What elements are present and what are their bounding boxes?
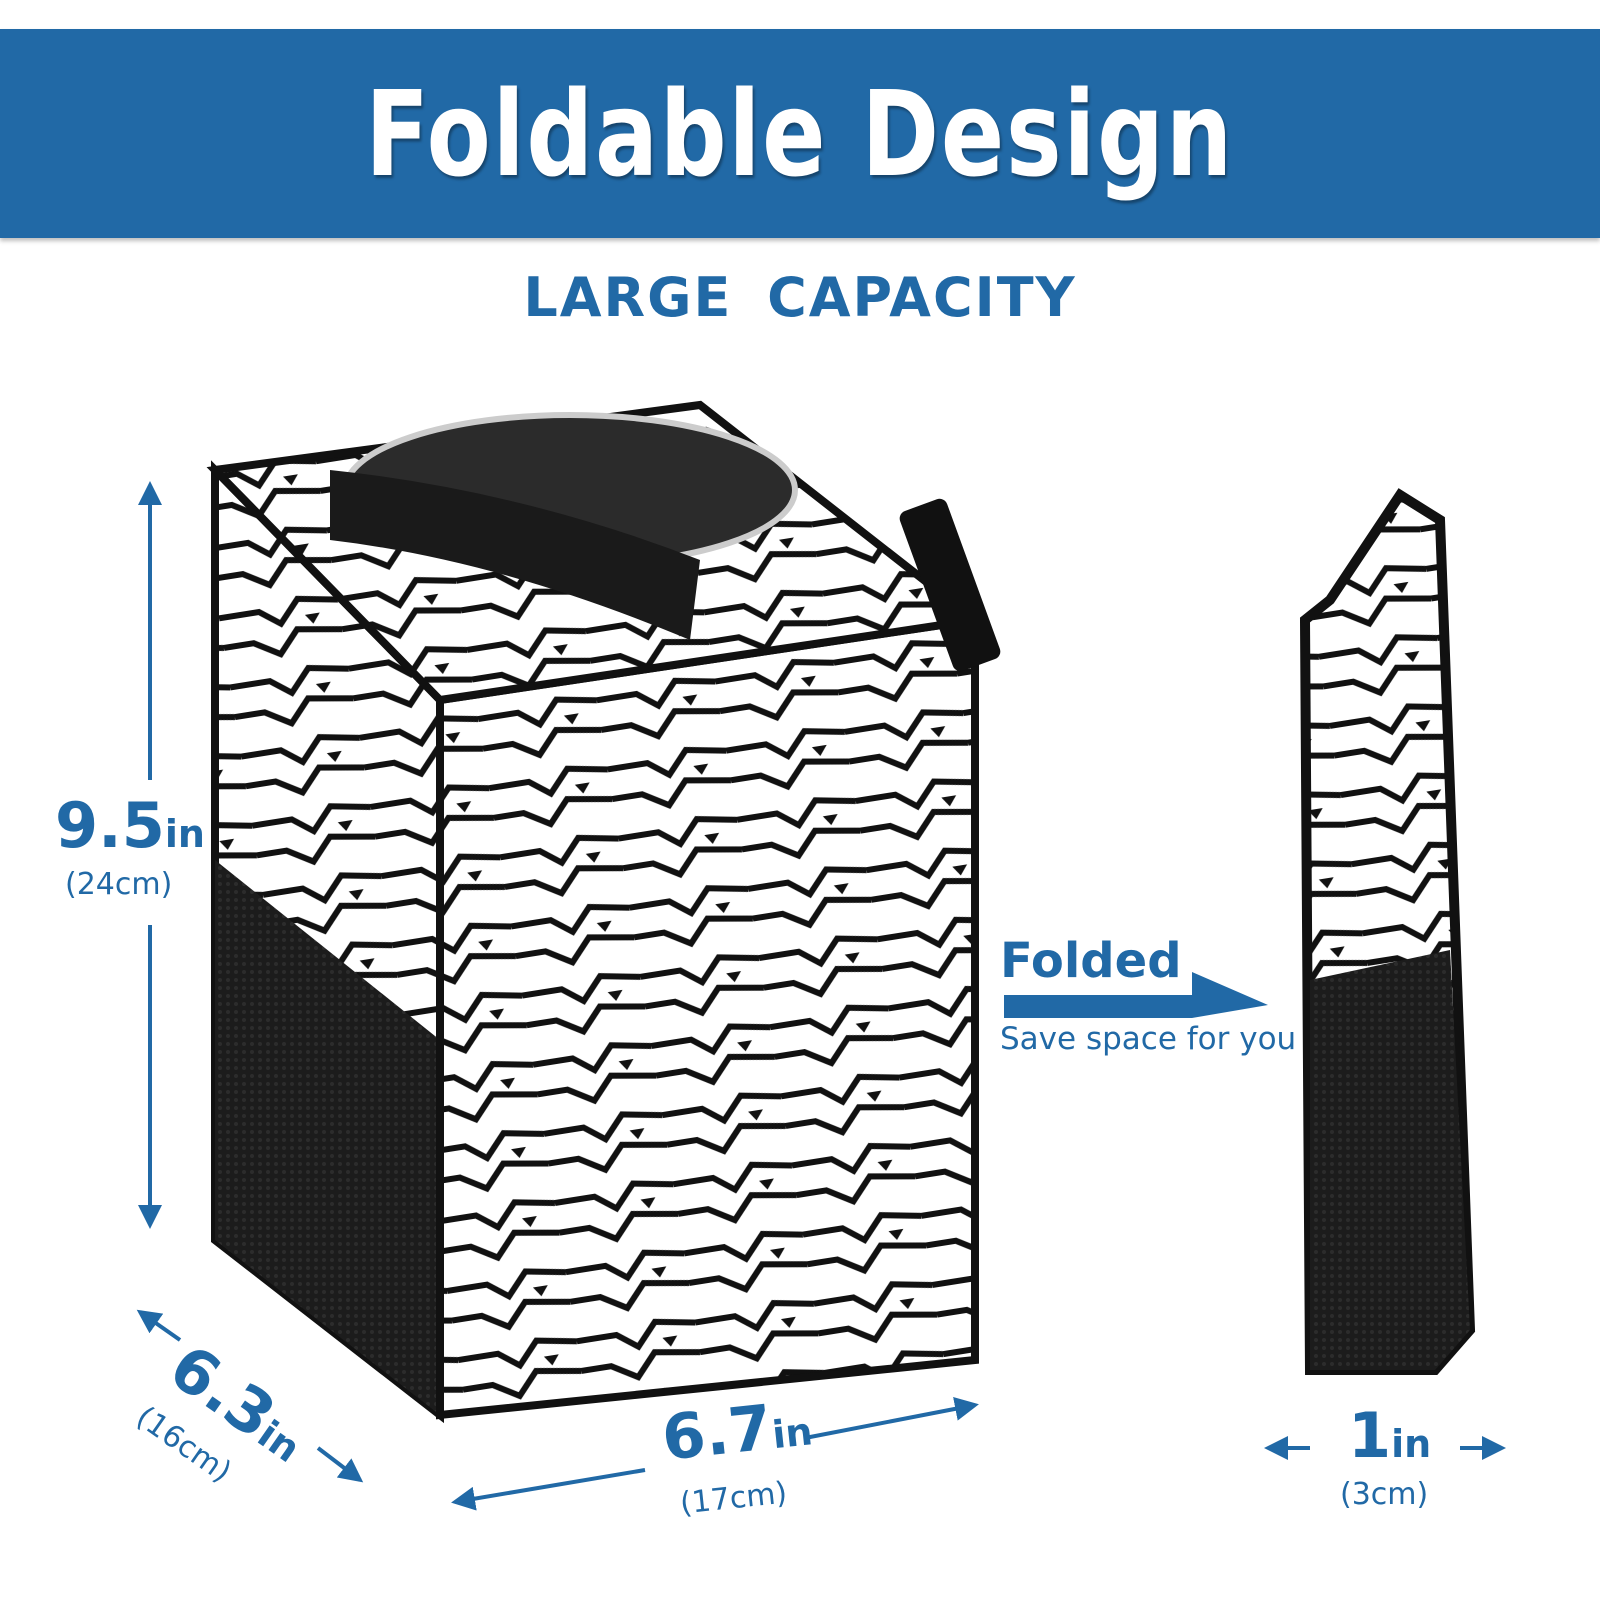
bin-folded [1299, 488, 1476, 1375]
height-dimension: 9.5in [55, 789, 205, 862]
depth-arrow-left [136, 1309, 182, 1342]
side-mesh-pocket [215, 860, 440, 1415]
depth-arrow-right [316, 1446, 364, 1483]
width-arrow-left [451, 1468, 646, 1511]
width-arrow-right [804, 1397, 979, 1440]
folded-caption: Save space for you [1000, 1021, 1297, 1057]
bin-unfolded [206, 400, 1001, 1424]
buckle [899, 498, 1001, 672]
header-banner: Foldable Design [0, 29, 1600, 238]
subtitle: LARGE CAPACITY [523, 266, 1077, 329]
folded-arrow-icon [1004, 972, 1268, 1018]
dimension-arrows [136, 481, 1506, 1511]
strap [330, 470, 700, 640]
page-title: Foldable Design [365, 64, 1235, 203]
thickness-metric: (3cm) [1340, 1477, 1429, 1512]
folded-label: Folded [1000, 933, 1182, 989]
front-panel [436, 615, 979, 1420]
height-metric: (24cm) [65, 867, 173, 902]
thickness-dimension: 1in [1348, 1399, 1432, 1472]
